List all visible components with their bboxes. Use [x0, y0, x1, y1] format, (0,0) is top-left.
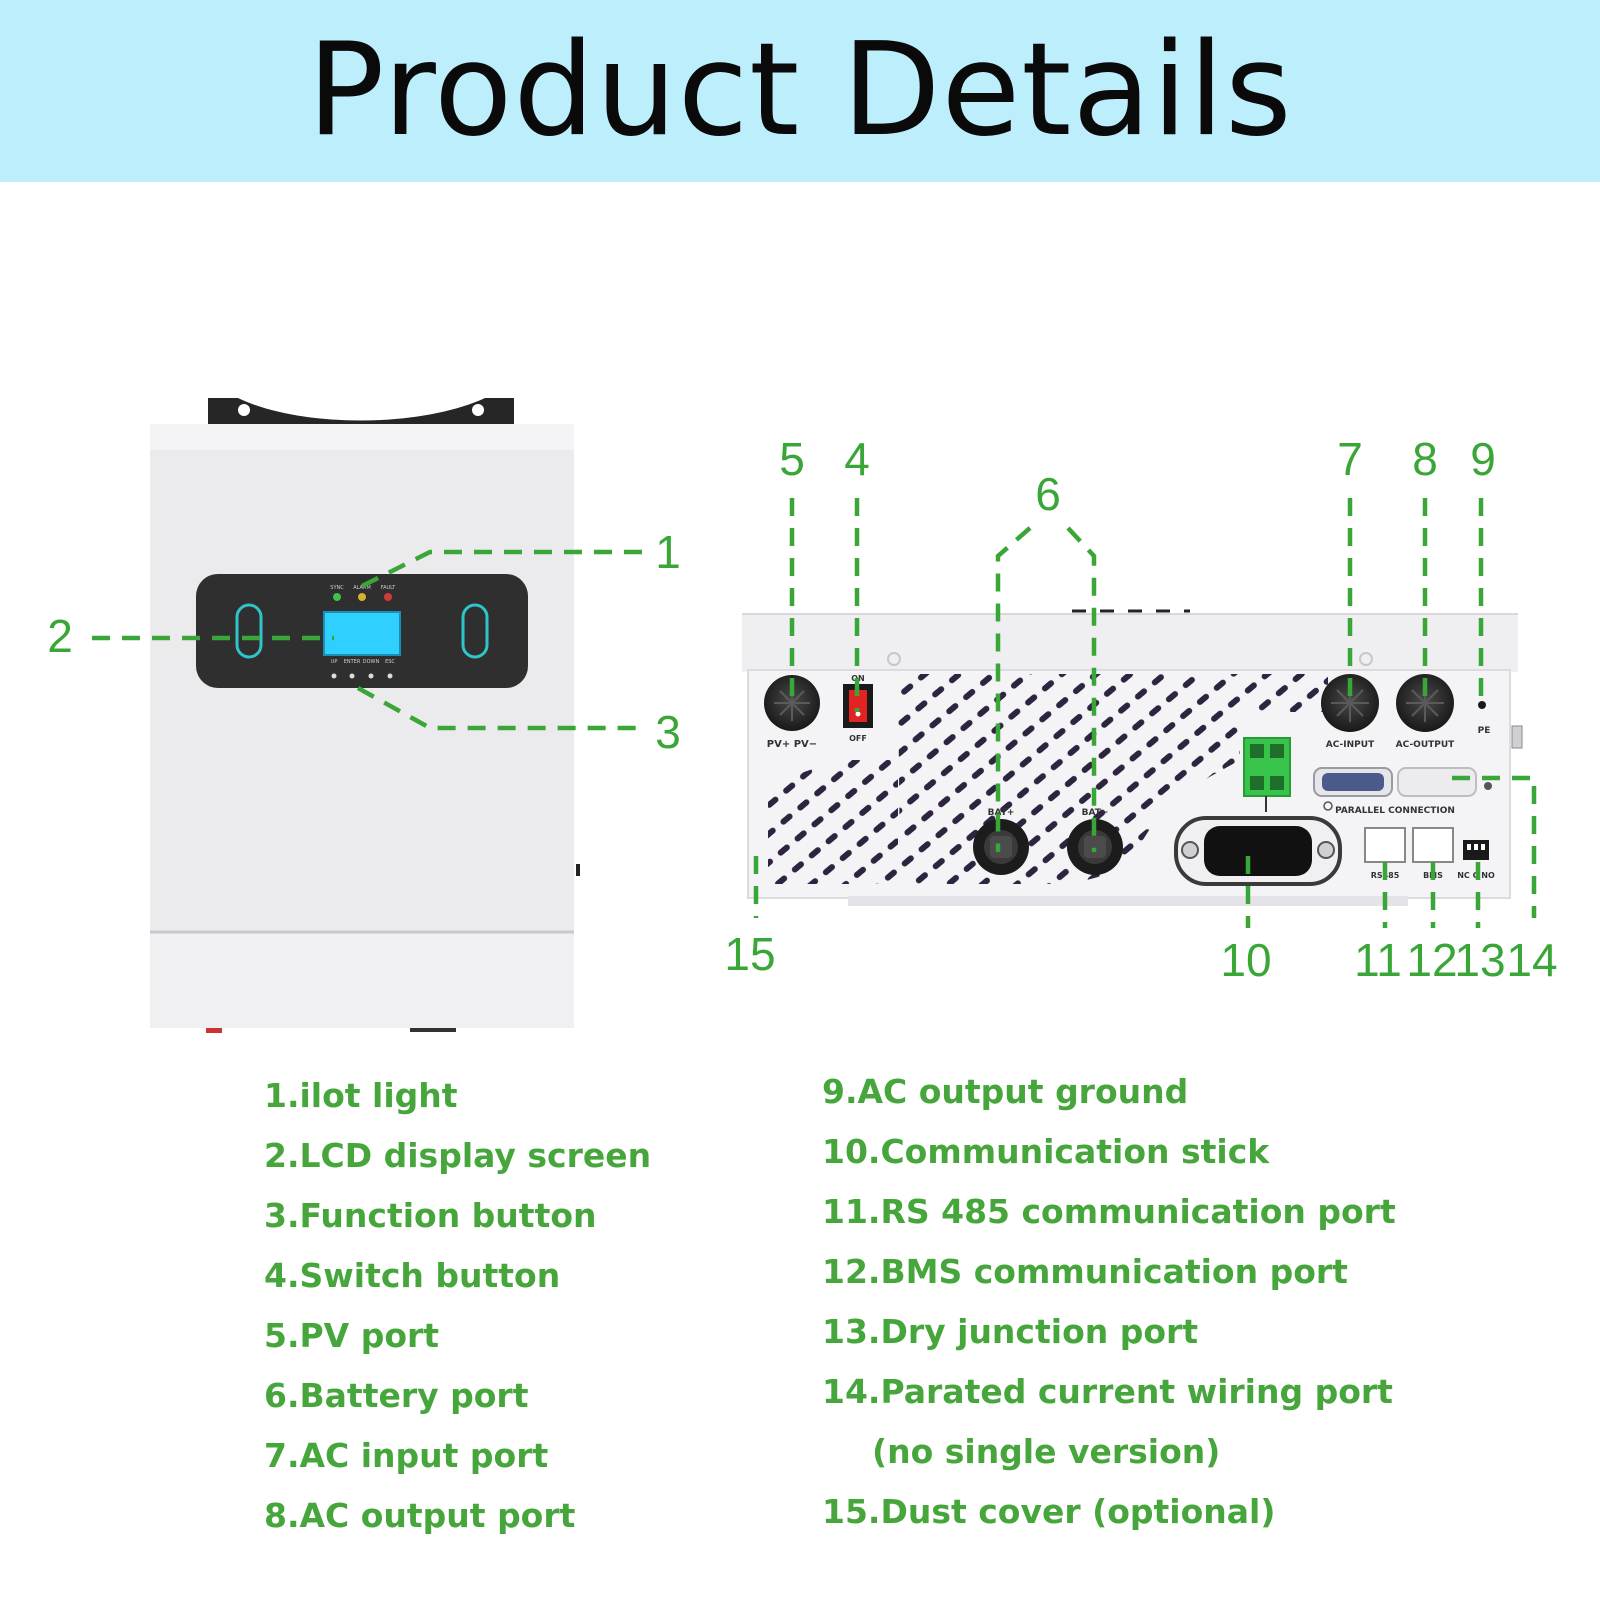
ac-input-label: AC-INPUT: [1326, 740, 1375, 750]
legend-item: 12.BMS communication port: [822, 1252, 1348, 1291]
pe-label: PE: [1478, 726, 1491, 736]
callout-11: 11: [1354, 934, 1402, 986]
callout-10: 10: [1220, 934, 1271, 986]
legend-item: 4.Switch button: [264, 1256, 561, 1295]
legend-left: 1.ilot light 2.LCD display screen 3.Func…: [264, 1066, 651, 1546]
callout-9: 9: [1470, 433, 1496, 485]
button-esc: [387, 673, 393, 679]
led-sync: [333, 593, 341, 601]
callout-2: 2: [47, 610, 73, 662]
callout-14: 14: [1506, 934, 1557, 986]
legend-item: 3.Function button: [264, 1196, 597, 1235]
vent-grille-left: [768, 760, 898, 884]
legend-item: 1.ilot light: [264, 1076, 458, 1115]
legend-item: 10.Communication stick: [822, 1132, 1270, 1171]
callout-4: 4: [844, 433, 870, 485]
switch-off-label: OFF: [849, 734, 867, 743]
callout-5: 5: [779, 433, 805, 485]
inverter-front-view: SYNC ALARM FAULT UP ENTER DOWN ESC: [150, 398, 580, 1033]
bat-neg-label: BAT−: [1082, 808, 1109, 818]
legend-item: 8.AC output port: [264, 1496, 576, 1535]
leader-3: [356, 686, 642, 731]
parallel-port-b: [1397, 767, 1477, 797]
legend-item: 7.AC input port: [264, 1436, 549, 1475]
ac-output-label: AC-OUTPUT: [1396, 740, 1456, 750]
callout-15: 15: [724, 928, 775, 980]
leader-6a: [995, 526, 1032, 852]
function-buttons: UP ENTER DOWN ESC: [331, 659, 395, 679]
callout-8: 8: [1412, 433, 1438, 485]
callout-7: 7: [1337, 433, 1363, 485]
bracket-hole-left: [238, 404, 250, 416]
panel-ring-left-icon: [235, 603, 263, 659]
led-fault: [384, 593, 392, 601]
page-title: Product Details: [307, 16, 1293, 165]
bracket-hole-right: [472, 404, 484, 416]
lcd-screen: [323, 611, 401, 656]
header-banner: Product Details: [0, 0, 1600, 182]
panel-ring-right-icon: [461, 603, 489, 659]
legend-item: 11.RS 485 communication port: [822, 1192, 1396, 1231]
leader-1: [360, 549, 642, 589]
legend-item: 13.Dry junction port: [822, 1312, 1199, 1351]
bat-pos-label: BAT+: [988, 808, 1015, 818]
callout-1: 1: [655, 526, 681, 578]
legend-item: 14.Parated current wiring port: [822, 1372, 1393, 1411]
legend-item: 5.PV port: [264, 1316, 440, 1355]
legend-item: 15.Dust cover (optional): [822, 1492, 1276, 1531]
led-label-sync: SYNC: [330, 585, 344, 591]
pe-ground-terminal: [1478, 701, 1486, 709]
led-label-fault: FAULT: [381, 585, 397, 591]
pilot-lights: SYNC ALARM FAULT: [330, 585, 396, 601]
callout-6: 6: [1035, 468, 1061, 520]
callout-13: 13: [1454, 934, 1505, 986]
led-label-alarm: ALARM: [353, 585, 371, 591]
bms-port: [1412, 827, 1454, 863]
legend-right: 9.AC output ground 10.Communication stic…: [822, 1062, 1396, 1542]
btn-label-enter: ENTER: [344, 659, 361, 665]
btn-label-down: DOWN: [363, 659, 380, 665]
button-down: [368, 673, 374, 679]
callout-3: 3: [655, 706, 681, 758]
button-up: [331, 673, 337, 679]
parallel-label: PARALLEL CONNECTION: [1335, 806, 1455, 816]
legend-item: 9.AC output ground: [822, 1072, 1189, 1111]
callout-12: 12: [1406, 934, 1457, 986]
rs485-port: [1364, 827, 1406, 863]
legend-item: 2.LCD display screen: [264, 1136, 652, 1175]
pv-port-label: PV+ PV−: [767, 739, 817, 750]
button-enter: [349, 673, 355, 679]
btn-label-up: UP: [331, 659, 338, 665]
legend-item: 6.Battery port: [264, 1376, 529, 1415]
inverter-bottom-view: PV+ PV− ON OFF AC-INPUT AC-OUTPUT PE PAR…: [742, 609, 1523, 906]
callout-numbers: 1 2 3 4 5 6 7 8 9 10 11 12 13 14 15: [47, 433, 1557, 986]
leader-6b: [1066, 526, 1097, 852]
legend-item-continuation: (no single version): [872, 1432, 1221, 1471]
led-alarm: [358, 593, 366, 601]
btn-label-esc: ESC: [385, 659, 395, 665]
mounting-bracket: [208, 398, 514, 424]
